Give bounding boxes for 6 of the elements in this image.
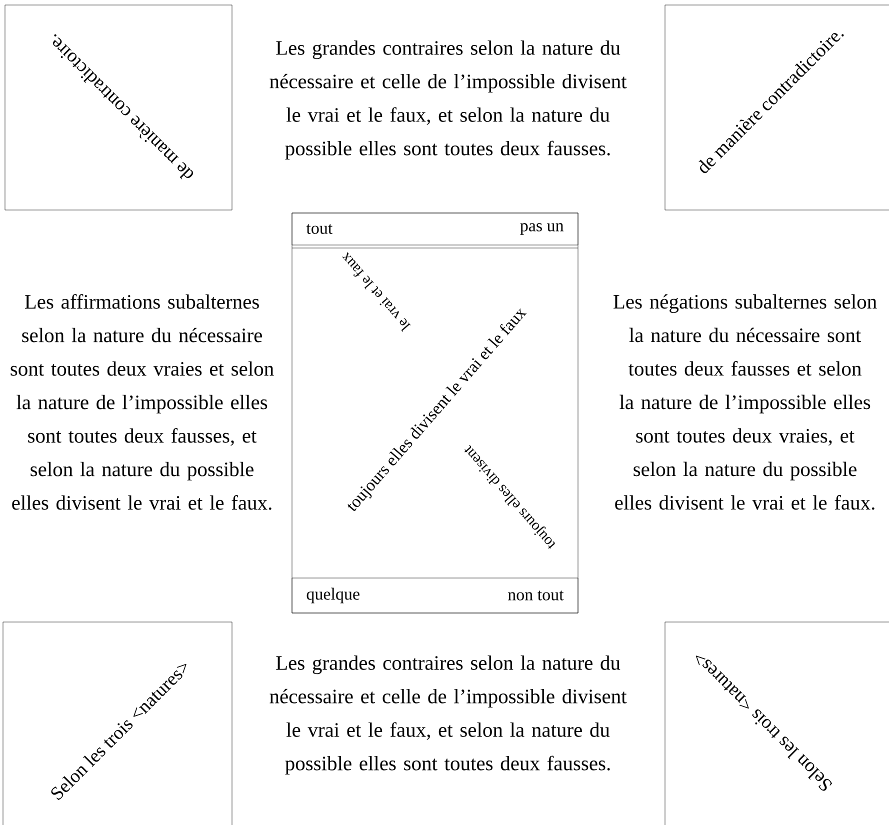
paragraph: Les affirmations subalternes selon la nature du nécessaire sont toutes deux vraies et selon la nature de l’impossible elles sont toutes deux fausses, et selon la nature du possible elles divisent le vrai et le faux. (10, 294, 274, 510)
header-band: tout pas un (292, 212, 578, 246)
header-band: quelque non tout (292, 578, 578, 614)
paragraph: Les grandes contraires selon la nature du nécessaire et celle de l’impossible divisent le vrai et le faux, et selon la nature du possible elles sont toutes deux fausses. (270, 655, 627, 775)
paragraph: Les négations subalternes selon la nature du nécessaire sont toutes deux fausses et selon la nature de l’impossible elles sont toutes deux vraies, et selon la nature du possible elles divisent le vrai et le faux. (614, 294, 877, 510)
paragraph: Les grandes contraires selon la nature du nécessaire et celle de l’impossible divisent le vrai et le faux, et selon la nature du possible elles sont toutes deux fausses. (270, 40, 627, 160)
